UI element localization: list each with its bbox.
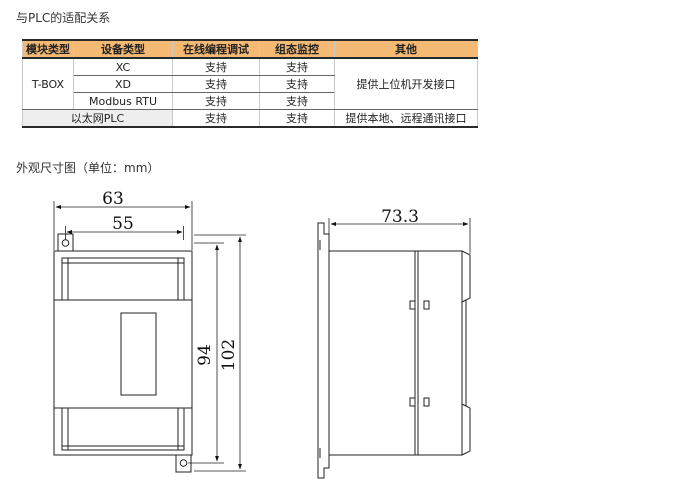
tbox-module-cell: T-BOX [22,57,74,110]
online-cell: 支持 [172,109,260,128]
table-header-row: 模块类型 设备类型 在线编程调试 组态监控 其他 [22,39,478,59]
side-view [317,222,471,479]
table-row: Modbus RTU 支持 支持 [23,92,478,110]
table-row: 以太网PLC 支持 支持 提供本地、远程通讯接口 [22,109,478,128]
dimension-section-title: 外观尺寸图（单位：mm） [16,161,160,175]
dimension-front-height: 102 [219,339,239,371]
dimension-side-width: 73.3 [381,207,419,227]
front-view [53,233,193,473]
header-device-type: 设备类型 [73,39,173,59]
dimension-front-inner-height: 94 [195,344,215,366]
tbox-other-cell: 提供上位机开发接口 [334,57,478,110]
ethernet-other-cell: 提供本地、远程通讯接口 [334,109,478,128]
header-other: 其他 [334,39,478,59]
table-row: XD 支持 支持 [23,75,478,93]
online-cell: 支持 [172,57,260,76]
dimension-front-width: 63 [102,189,124,209]
table-row: T-BOX XC 支持 支持 提供上位机开发接口 [22,57,478,110]
compatibility-table: 模块类型 设备类型 在线编程调试 组态监控 其他 T-BOX XC 支持 支持 … [22,39,478,128]
monitor-cell: 支持 [259,92,335,110]
dimension-front-inner-width: 55 [112,214,134,234]
device-cell: XD [73,75,173,93]
device-cell: Modbus RTU [73,92,173,110]
compatibility-section-title: 与PLC的适配关系 [16,11,111,25]
ethernet-module-cell: 以太网PLC [22,109,173,128]
side-dimension-lines [328,218,471,254]
monitor-cell: 支持 [259,75,335,93]
monitor-cell: 支持 [259,57,335,76]
front-dimension-lines [53,201,246,472]
header-module-type: 模块类型 [22,39,74,59]
header-online-debug: 在线编程调试 [172,39,260,59]
online-cell: 支持 [172,92,260,110]
